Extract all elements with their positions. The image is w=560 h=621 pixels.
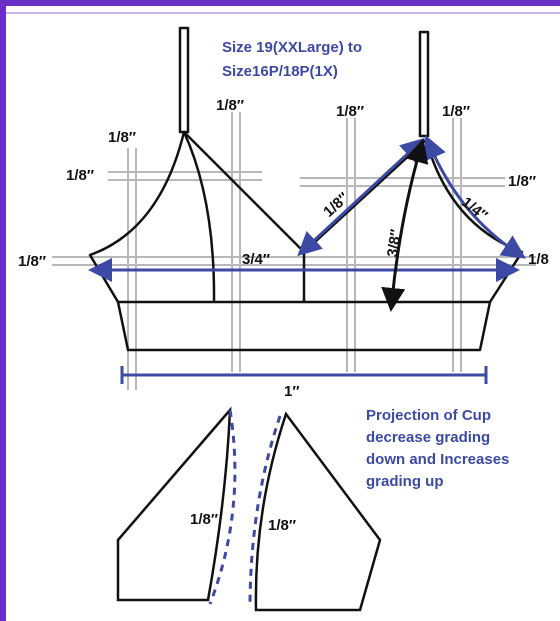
label-cup-depth: 3/8″ [384, 228, 405, 258]
note-line-4: grading up [366, 473, 444, 490]
label-outer-diagonal: 1/4″ [458, 194, 491, 225]
note-line-1: Projection of Cup [366, 407, 491, 424]
title-line-1: Size 19(XXLarge) to [222, 39, 362, 56]
label-right-outer-grid-top: 1/8″ [442, 103, 470, 120]
note-line-2: decrease grading [366, 429, 490, 446]
left-cup-projection [208, 409, 237, 605]
cup-depth-arrow [381, 138, 429, 312]
left-cup-piece [116, 406, 232, 602]
note-line-3: down and Increases [366, 451, 509, 468]
bra-body-outline [88, 131, 524, 304]
label-right-cup-piece: 1/8″ [268, 517, 296, 534]
label-left-cup-piece: 1/8″ [190, 511, 218, 528]
outer-diagonal-arrow [423, 134, 527, 259]
label-right-horizontal-grid: 1/8″ [508, 173, 536, 190]
right-cup-piece [254, 411, 382, 612]
label-left-horizontal-grid: 1/8″ [66, 167, 94, 184]
label-right-side-grid: 1/8 [528, 251, 549, 268]
label-left-center-grid-top: 1/8″ [216, 97, 244, 114]
label-left-side-grid: 1/8″ [18, 253, 46, 270]
underband [116, 301, 492, 352]
left-strap [178, 26, 190, 134]
right-strap [418, 30, 430, 138]
label-left-outer-grid-top: 1/8″ [108, 129, 136, 146]
right-cup-projection [248, 415, 282, 609]
label-band-width: 1″ [284, 383, 300, 400]
title-line-2: Size16P/18P(1X) [222, 63, 338, 80]
grading-grid-lines [52, 112, 536, 390]
label-width-across: 3/4″ [242, 251, 270, 268]
label-right-center-grid-top: 1/8″ [336, 103, 364, 120]
cup-pattern-pieces [116, 406, 382, 612]
